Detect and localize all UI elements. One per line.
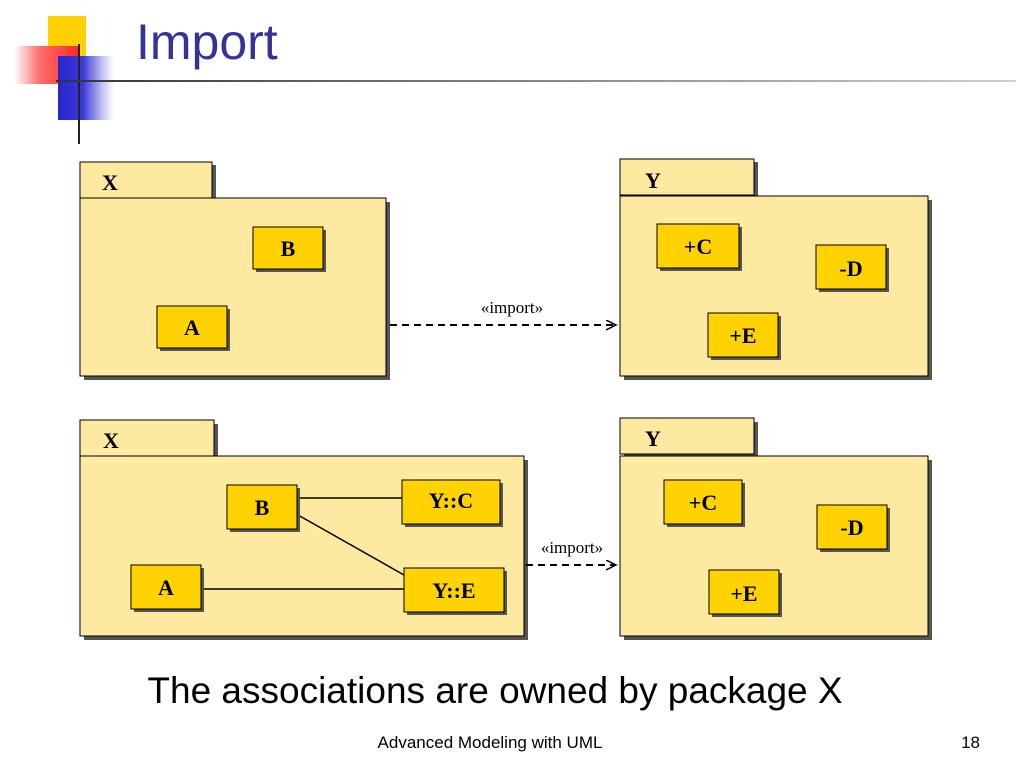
class-a-top-label: A [184,315,200,340]
logo-blue-square [58,56,114,120]
title-underline [56,80,1016,82]
class-b-top-label: B [281,236,296,261]
class-c-top-label: +C [684,234,712,259]
class-b-bottom: B [226,484,300,532]
class-yc-bottom: Y::C [401,479,503,527]
class-d-bottom-label: -D [840,515,863,540]
package-x-bottom-name: X [103,428,119,453]
class-a-bottom: A [130,564,204,612]
class-a-bottom-label: A [158,575,174,600]
import-label-bottom: «import» [541,538,603,557]
class-d-top-label: -D [839,256,862,281]
class-d-top: -D [815,244,889,292]
class-e-top: +E [707,312,781,360]
footer-text: Advanced Modeling with UML [377,733,603,752]
class-yc-bottom-label: Y::C [429,488,473,513]
import-label-top: «import» [481,298,543,317]
association-b-e [297,514,405,576]
package-y-top-name: Y [645,168,661,193]
class-a-top: A [156,305,230,351]
slide-caption: The associations are owned by package X [147,670,843,711]
class-e-bottom: +E [708,569,782,617]
class-e-top-label: +E [729,323,756,348]
package-y-bottom-name: Y [645,426,661,451]
logo-vertical-line [78,44,80,144]
package-x-top-name: X [102,170,118,195]
class-b-top: B [252,226,326,272]
class-ye-bottom: Y::E [403,567,507,615]
class-b-bottom-label: B [255,495,270,520]
class-e-bottom-label: +E [730,581,757,606]
page-number: 18 [961,733,980,752]
package-x-top: X [79,161,390,380]
class-ye-bottom-label: Y::E [432,578,475,603]
class-d-bottom: -D [816,504,890,552]
class-c-bottom-label: +C [689,490,717,515]
class-c-top: +C [656,223,742,271]
class-c-bottom: +C [663,479,745,527]
slide-title: Import [136,14,278,70]
